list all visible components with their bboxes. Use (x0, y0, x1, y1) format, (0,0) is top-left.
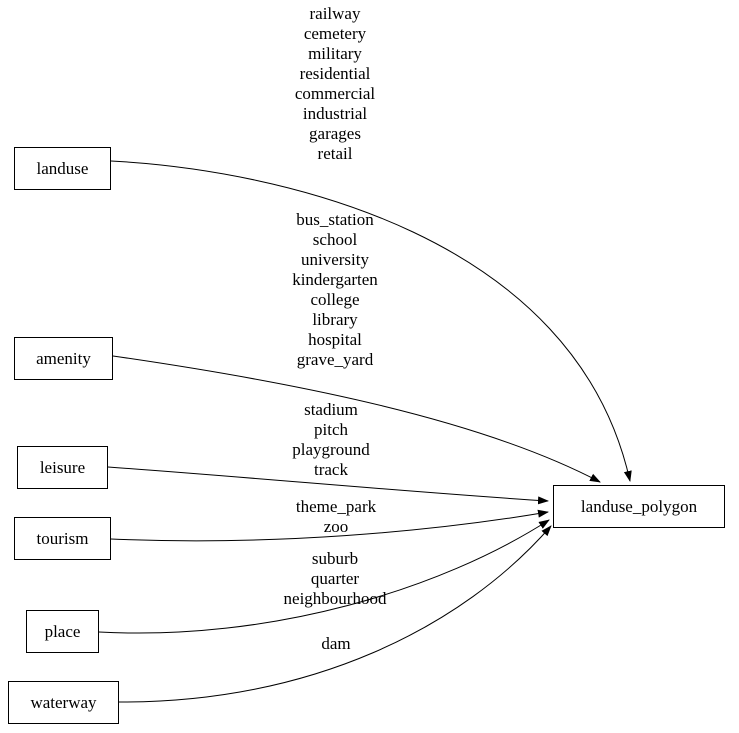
node-waterway: waterway (8, 681, 119, 724)
edge-label-landuse: railway cemetery military residential co… (294, 4, 376, 163)
node-place: place (26, 610, 99, 653)
node-landuse-polygon: landuse_polygon (553, 485, 725, 528)
edge-label-tourism: theme_park zoo (295, 497, 377, 536)
edge-label-place: suburb quarter neighbourhood (283, 549, 387, 608)
node-leisure: leisure (17, 446, 108, 489)
edge-label-amenity: bus_station school university kindergart… (292, 210, 378, 369)
edge-label-leisure: stadium pitch playground track (292, 400, 370, 479)
node-tourism: tourism (14, 517, 111, 560)
node-amenity: amenity (14, 337, 113, 380)
edge-label-waterway: dam (321, 634, 351, 653)
node-landuse: landuse (14, 147, 111, 190)
